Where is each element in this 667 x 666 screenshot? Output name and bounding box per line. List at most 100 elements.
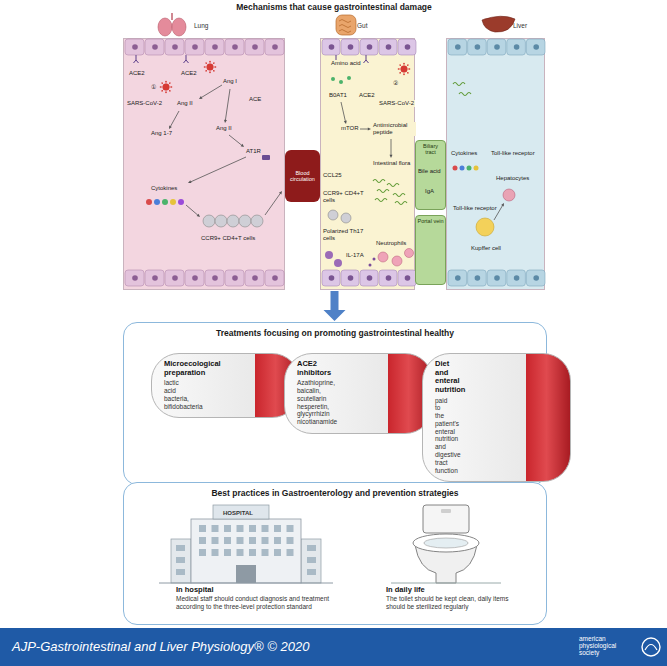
illustration-rect — [237, 525, 244, 532]
liver-panel: Liver — [446, 38, 545, 290]
illustration-circle — [341, 213, 351, 223]
illustration-circle — [205, 62, 207, 64]
illustration-circle — [146, 199, 152, 205]
organ-label: Liver — [513, 22, 527, 29]
scene-body: The toilet should be kept clean, daily i… — [386, 595, 523, 611]
illustration-line — [391, 583, 501, 584]
illustration-circle — [339, 80, 343, 84]
illustration-line — [408, 69, 410, 70]
illustration-circle — [386, 44, 392, 50]
illustration-rect — [249, 525, 256, 532]
illustration-line — [162, 90, 163, 91]
illustration-rect — [165, 270, 184, 286]
callout-label: CCL25 — [322, 172, 343, 179]
illustration-rect — [224, 549, 231, 556]
illustration-rect — [237, 549, 244, 556]
illustration-circle — [132, 44, 138, 50]
illustration-rect — [262, 549, 269, 556]
illustration-rect — [145, 270, 164, 286]
organ-label: Lung — [194, 22, 208, 29]
illustration-rect — [441, 509, 451, 513]
callout-label: ACE2 — [180, 70, 198, 77]
illustration-polygon — [169, 126, 172, 130]
illustration-rect — [262, 537, 269, 544]
callout-label: Toll-like receptor — [452, 205, 498, 212]
illustration-circle — [162, 199, 168, 205]
illustration-rect — [125, 270, 144, 286]
callout-label: Neutrophils — [375, 240, 407, 247]
illustration-path — [364, 55, 369, 63]
illustration-circle — [163, 84, 170, 91]
illustration-circle — [455, 44, 461, 50]
illustration-rect — [274, 537, 281, 544]
illustration-circle — [272, 275, 278, 281]
illustration-rect — [237, 537, 244, 544]
illustration-circle — [212, 44, 218, 50]
scene-heading: In hospital — [176, 585, 331, 594]
illustration-rect — [225, 270, 244, 286]
pill-capsule: ACE2 inhibitorsAzathioprine, baicalin, s… — [284, 353, 433, 434]
illustration-path — [645, 645, 657, 651]
illustration-rect — [307, 569, 316, 575]
illustration-ellipse — [172, 18, 186, 36]
lung-panel: Lung — [123, 38, 285, 290]
illustration-rect — [245, 39, 264, 55]
illustration-rect — [307, 545, 316, 551]
illustration-line — [360, 129, 368, 130]
illustration-circle — [533, 275, 539, 281]
illustration-line — [265, 193, 280, 215]
illustration-circle — [514, 44, 520, 50]
illustration-circle — [213, 70, 215, 72]
illustration-circle — [367, 44, 373, 50]
illustration-circle — [215, 215, 227, 227]
illustration-rect — [245, 270, 264, 286]
illustration-rect — [487, 39, 506, 55]
illustration-rect — [212, 525, 219, 532]
illustration-line — [162, 83, 163, 84]
scene-heading: In daily life — [386, 585, 523, 594]
tube-label: Portal vein — [417, 218, 444, 224]
illustration-line — [400, 72, 401, 73]
illustration-circle — [232, 275, 238, 281]
illustration-line — [170, 87, 172, 88]
illustration-rect — [507, 270, 526, 286]
illustration-rect — [301, 539, 321, 583]
illustration-circle — [399, 64, 401, 66]
illustration-rect — [176, 545, 185, 551]
callout-label: ACE2 — [128, 70, 146, 77]
illustration-rect — [249, 549, 256, 556]
illustration-rect — [262, 525, 269, 532]
illustration-polygon — [279, 191, 282, 195]
illustration-circle — [169, 82, 171, 84]
panel-title: Treatments focusing on promoting gastroi… — [124, 323, 546, 339]
callout-label: Ang 1-7 — [150, 130, 173, 137]
illustration-circle — [474, 166, 479, 171]
callout-label: Ang I — [222, 78, 238, 85]
lung-panel-illustration — [124, 39, 286, 287]
illustration-rect — [379, 270, 397, 286]
illustration-line — [391, 139, 392, 155]
illustration-circle — [213, 62, 215, 64]
daily-life-scene-illustration — [361, 499, 533, 589]
illustration-line — [341, 102, 345, 121]
illustration-rect — [336, 15, 356, 35]
illustration-circle — [272, 44, 278, 50]
flow-arrow — [324, 291, 346, 321]
illustration-ellipse — [158, 18, 172, 36]
panel-title: Best practices in Gastroenterology and p… — [124, 483, 546, 499]
illustration-polygon — [344, 121, 347, 124]
illustration-rect — [185, 39, 204, 55]
illustration-circle — [161, 82, 163, 84]
illustration-polygon — [501, 203, 504, 207]
callout-label: ② — [392, 80, 399, 87]
illustration-circle — [192, 44, 198, 50]
illustration-circle — [239, 215, 251, 227]
illustration-polygon — [224, 120, 227, 123]
illustration-circle — [152, 44, 158, 50]
illustration-rect — [487, 270, 506, 286]
pill-capsule: Microecological preparationlactic acid b… — [151, 353, 300, 418]
illustration-line — [186, 205, 198, 215]
illustration-rect — [191, 519, 301, 583]
illustration-path — [387, 184, 399, 187]
illustration-circle — [392, 256, 402, 266]
